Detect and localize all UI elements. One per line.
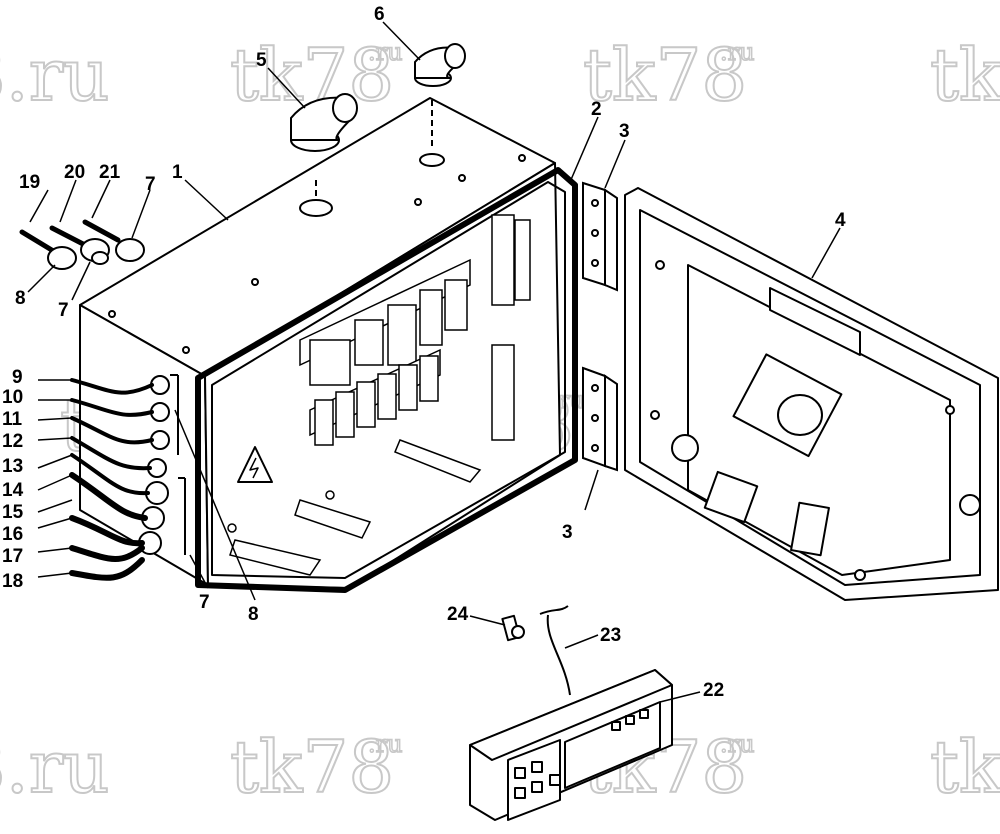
- callout-8-left: 8: [15, 288, 26, 309]
- cables: [69, 378, 154, 581]
- callout-15: 15: [2, 502, 24, 523]
- callout-21: 21: [99, 162, 121, 183]
- callout-16: 16: [2, 524, 23, 545]
- cabinet-door: [624, 187, 999, 601]
- callout-12: 12: [2, 431, 23, 452]
- watermark-top-2-suffix: .ru: [720, 38, 755, 66]
- remote-control-panel: [469, 605, 673, 821]
- callout-24: 24: [447, 604, 469, 625]
- callout-4: 4: [835, 210, 846, 231]
- callout-6: 6: [374, 4, 385, 25]
- callout-20: 20: [64, 162, 85, 183]
- callout-19: 19: [19, 172, 40, 193]
- callout-10: 10: [2, 387, 23, 408]
- watermark-bottom-2-suffix: .ru: [720, 730, 755, 758]
- callout-11: 11: [2, 409, 23, 430]
- callout-7-top: 7: [145, 174, 156, 195]
- loose-glands: [47, 238, 145, 270]
- lamp-5: [290, 93, 358, 152]
- callout-7-bottom: 7: [199, 592, 210, 613]
- callout-13: 13: [2, 456, 23, 477]
- watermark-bottom-1: tk78: [230, 725, 394, 809]
- watermark-top-2: tk78: [583, 33, 747, 117]
- callout-2: 2: [591, 99, 602, 120]
- callout-14: 14: [2, 480, 24, 501]
- callout-22: 22: [703, 680, 724, 701]
- callout-8-bottom: 8: [248, 604, 259, 625]
- watermark-bottomleft: 8.ru: [0, 725, 109, 809]
- callout-17: 17: [2, 546, 23, 567]
- callout-1: 1: [172, 162, 183, 183]
- callout-9: 9: [12, 367, 23, 388]
- callout-23: 23: [600, 625, 621, 646]
- callout-18: 18: [2, 571, 23, 592]
- watermark-top-3: tk: [930, 33, 1000, 117]
- interior-components: [227, 214, 531, 576]
- callout-7-left: 7: [58, 300, 69, 321]
- leader-lines: [27, 21, 841, 703]
- hinge-lower: [582, 366, 618, 472]
- callouts: 1 2 3 3 4 5 6 19 20 21 7 8 7 9 10 11 12 …: [2, 4, 846, 701]
- lamp-6: [414, 43, 466, 87]
- watermark-top-1-suffix: .ru: [368, 38, 403, 66]
- callout-5: 5: [256, 50, 267, 71]
- callout-3-upper: 3: [619, 121, 630, 142]
- watermark-topleft: 8.ru: [0, 33, 109, 117]
- watermark-bottom-1-suffix: .ru: [368, 730, 403, 758]
- watermark-bottom-3: tk: [930, 725, 1000, 809]
- hinge-upper: [582, 181, 618, 292]
- loose-cables: [19, 219, 121, 255]
- callout-3-lower: 3: [562, 522, 573, 543]
